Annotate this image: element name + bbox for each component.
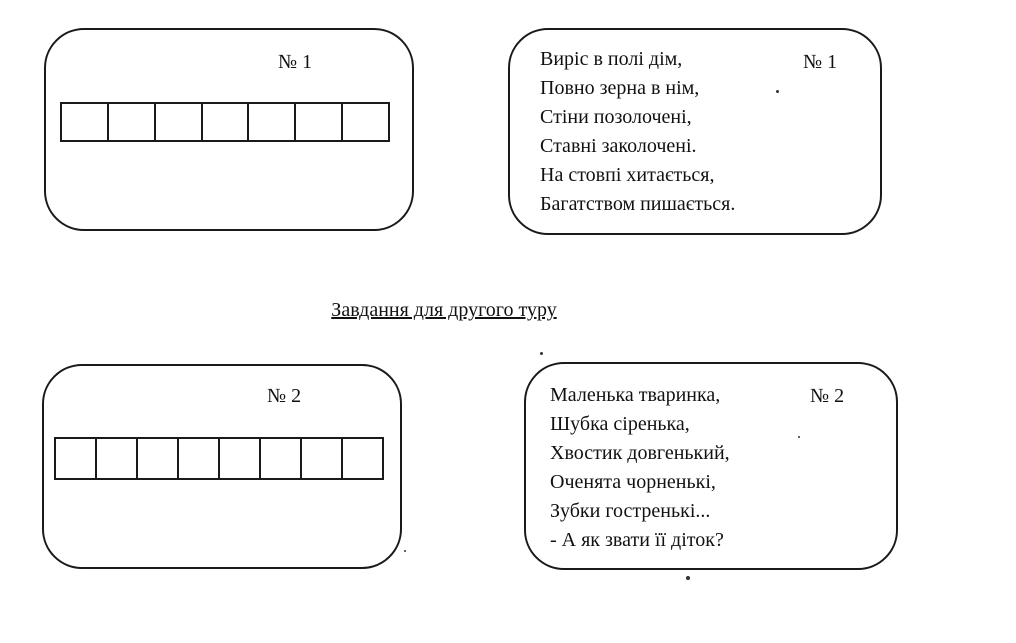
letter-cell[interactable] [56, 439, 97, 478]
letter-cell[interactable] [156, 104, 203, 140]
card-number: № 1 [278, 51, 313, 73]
letter-cell[interactable] [109, 104, 156, 140]
riddle-text-2: Маленька тваринка, Шубка сіренька, Хвост… [550, 381, 730, 555]
riddle-line: Повно зерна в нім, [540, 77, 700, 99]
letter-cell[interactable] [249, 104, 297, 140]
riddle-line: Шубка сіренька, [550, 413, 690, 435]
card-number: № 2 [810, 385, 845, 407]
letter-cell[interactable] [179, 439, 220, 478]
letter-cell[interactable] [220, 439, 261, 478]
riddle-line: На стовпі хитається, [540, 164, 715, 186]
letter-cell[interactable] [296, 104, 344, 140]
riddle-text-1: Виріс в полі дім, Повно зерна в нім, Сті… [540, 45, 735, 219]
riddle-line: Виріс в полі дім, [540, 48, 683, 70]
riddle-card-1: № 1 Виріс в полі дім, Повно зерна в нім,… [508, 28, 882, 235]
card-number: № 1 [803, 51, 838, 73]
letter-cell[interactable] [302, 439, 343, 478]
answer-card-1: № 1 [44, 28, 414, 231]
scan-speck [404, 550, 406, 552]
letter-cell[interactable] [138, 439, 179, 478]
letter-cell[interactable] [62, 104, 109, 140]
answer-grid-1 [60, 102, 391, 142]
answer-grid-2 [54, 437, 384, 480]
riddle-line: - А як звати її діток? [550, 529, 724, 551]
letter-cell[interactable] [261, 439, 302, 478]
letter-cell[interactable] [97, 439, 138, 478]
riddle-line: Маленька тваринка, [550, 384, 721, 406]
scan-speck [686, 576, 690, 580]
riddle-card-2: № 2 Маленька тваринка, Шубка сіренька, Х… [524, 362, 898, 570]
riddle-line: Зубки гостренькі... [550, 500, 711, 522]
riddle-line: Хвостик довгенький, [550, 442, 730, 464]
section-heading: Завдання для другого туру [331, 299, 557, 321]
riddle-line: Оченята чорненькі, [550, 471, 716, 493]
scan-speck [540, 352, 543, 355]
letter-cell[interactable] [343, 104, 391, 140]
scan-speck [776, 90, 779, 93]
card-number: № 2 [267, 385, 302, 407]
riddle-line: Стіни позолочені, [540, 106, 692, 128]
riddle-line: Ставні заколочені. [540, 135, 697, 157]
riddle-line: Багатством пишається. [540, 193, 736, 215]
letter-cell[interactable] [343, 439, 384, 478]
scan-speck [798, 436, 800, 438]
answer-card-2: № 2 [42, 364, 402, 569]
letter-cell[interactable] [203, 104, 250, 140]
